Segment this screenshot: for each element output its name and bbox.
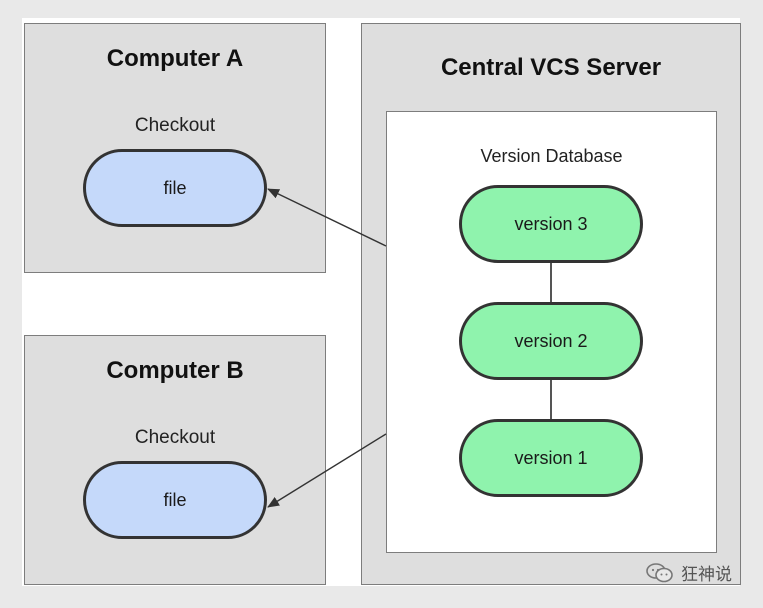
- computer-b-checkout-label: Checkout: [134, 427, 216, 448]
- version-1-node: version 1: [459, 419, 643, 497]
- computer-a-file-node: file: [83, 149, 267, 227]
- computer-a-box: Computer A Checkout file: [24, 23, 326, 273]
- version-3-node: version 3: [459, 185, 643, 263]
- computer-b-box: Computer B Checkout file: [24, 335, 326, 585]
- computer-a-file-label: file: [163, 177, 187, 198]
- central-vcs-server-box: Central VCS Server Version Database vers…: [361, 23, 741, 585]
- version-database-panel: Version Database version 3 version 2 ver…: [386, 111, 717, 553]
- version-1-label: version 1: [514, 447, 588, 468]
- wechat-icon: [646, 562, 673, 582]
- computer-a-title: Computer A: [106, 45, 244, 72]
- computer-b-title: Computer B: [106, 357, 244, 384]
- computer-b-file-node: file: [83, 461, 267, 539]
- version-database-label: Version Database: [480, 146, 623, 166]
- server-title: Central VCS Server: [440, 54, 662, 81]
- version-3-label: version 3: [514, 213, 588, 234]
- version-2-node: version 2: [459, 302, 643, 380]
- version-2-label: version 2: [514, 330, 588, 351]
- computer-b-file-label: file: [163, 489, 187, 510]
- watermark-text: 狂神说: [681, 565, 732, 584]
- version-connector-2-1: [550, 377, 552, 421]
- computer-a-checkout-label: Checkout: [134, 115, 216, 136]
- watermark: 狂神说: [645, 560, 732, 585]
- version-connector-3-2: [550, 260, 552, 304]
